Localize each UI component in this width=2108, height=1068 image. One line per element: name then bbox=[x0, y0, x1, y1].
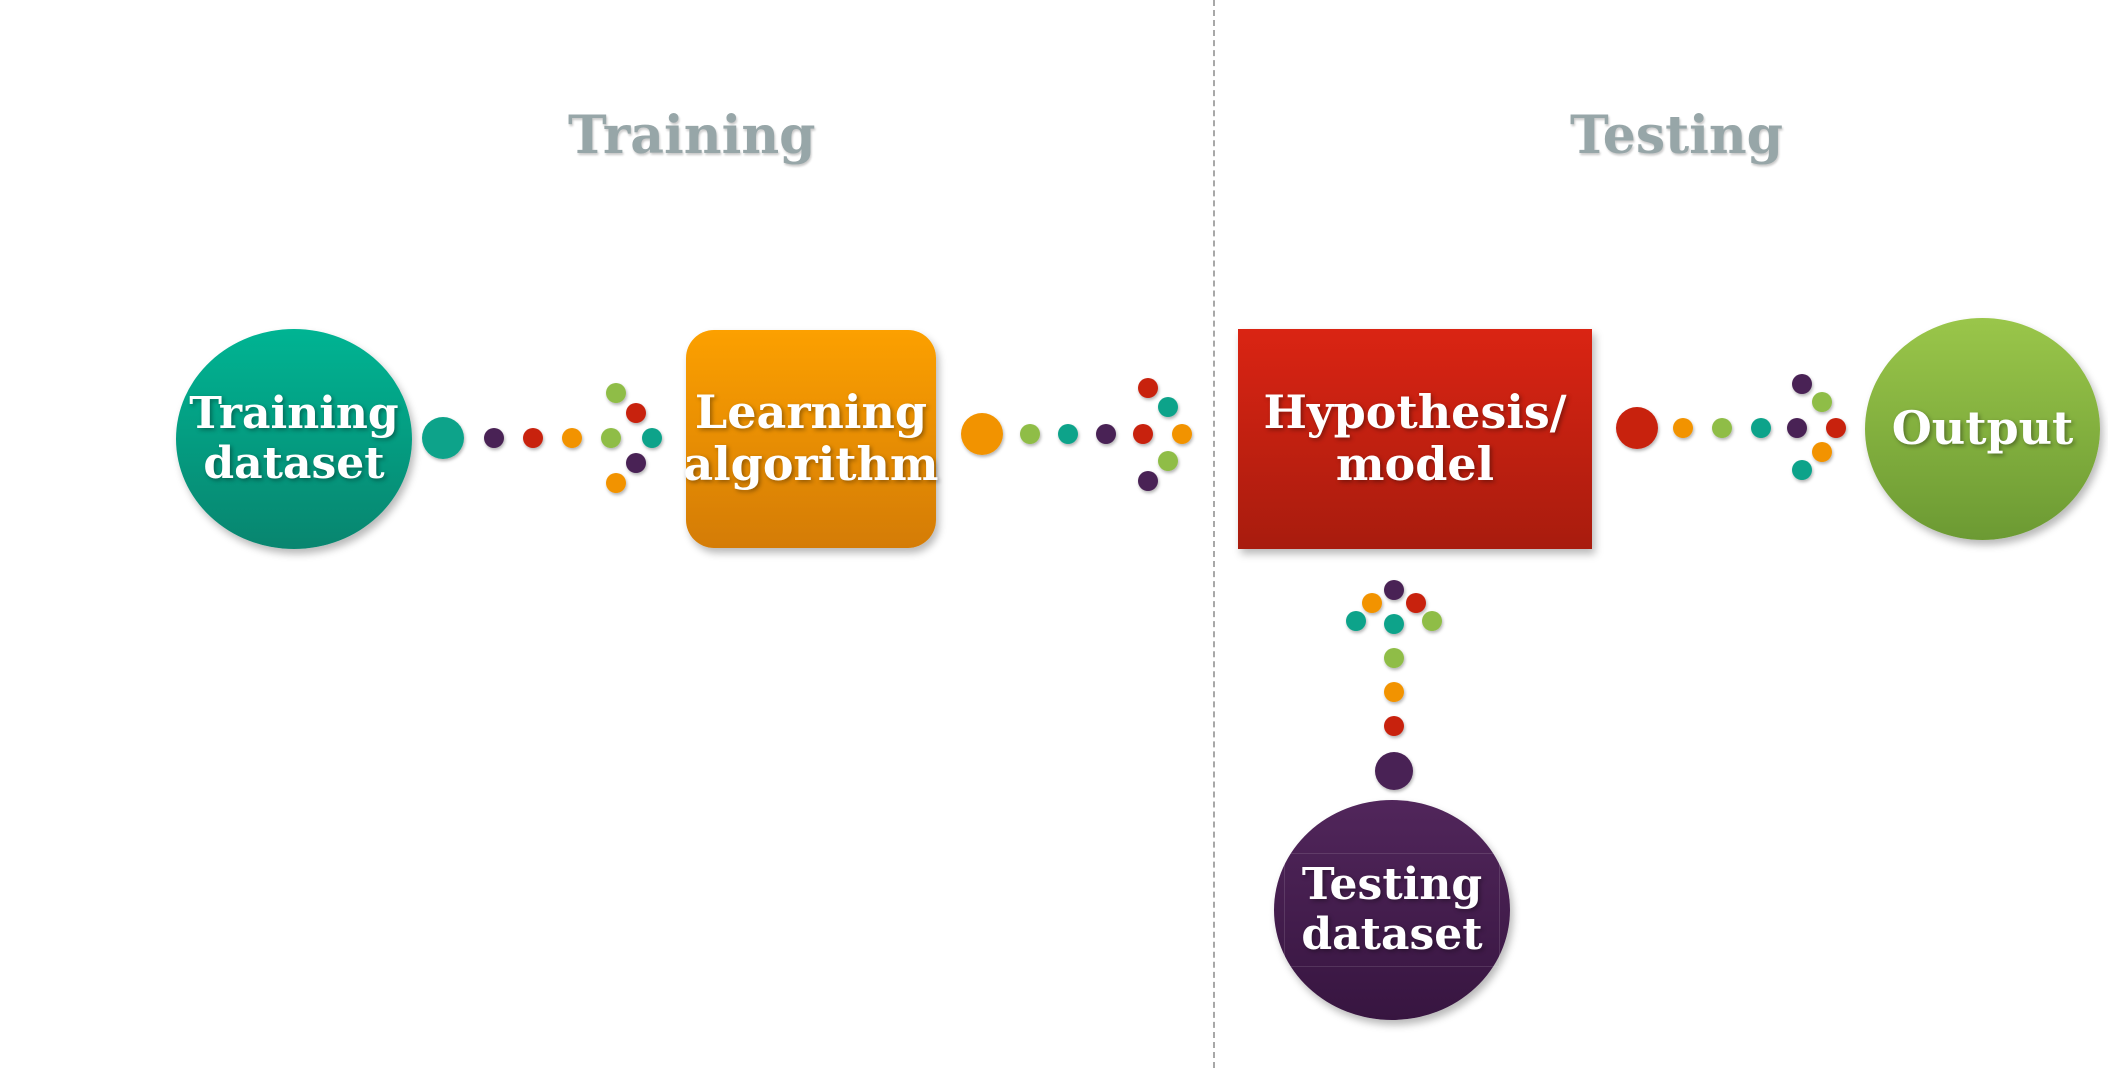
connector-training-dataset-to-learning-algorithm-arrowhead-dot bbox=[601, 428, 621, 448]
connector-learning-algorithm-to-hypothesis-model-trail-dot bbox=[1096, 424, 1116, 444]
connector-testing-dataset-to-hypothesis-model-trail-dot bbox=[1384, 682, 1404, 702]
connector-hypothesis-model-to-output-arrowhead-dot bbox=[1787, 418, 1807, 438]
connector-learning-algorithm-to-hypothesis-model-arrowhead-dot bbox=[1133, 424, 1153, 444]
connector-testing-dataset-to-hypothesis-model-arrowhead-dot bbox=[1346, 611, 1366, 631]
testing-dataset-label-box: Testing dataset bbox=[1284, 853, 1500, 967]
connector-hypothesis-model-to-output-lead-dot bbox=[1616, 407, 1658, 449]
testing-dataset-label-line2: dataset bbox=[1301, 909, 1483, 960]
connector-training-dataset-to-learning-algorithm-arrowhead-dot bbox=[626, 453, 646, 473]
output-node: Output bbox=[1865, 318, 2100, 540]
connector-training-dataset-to-learning-algorithm-arrowhead-dot bbox=[642, 428, 662, 448]
section-divider bbox=[1213, 0, 1215, 1068]
learning-algorithm-label-line2: algorithm bbox=[683, 437, 939, 491]
connector-learning-algorithm-to-hypothesis-model-trail-dot bbox=[1020, 424, 1040, 444]
testing-dataset-node: Testing dataset bbox=[1274, 800, 1510, 1020]
connector-training-dataset-to-learning-algorithm-trail-dot bbox=[523, 428, 543, 448]
learning-algorithm-label-line1: Learning bbox=[694, 385, 928, 440]
output-label: Output bbox=[1891, 401, 2074, 456]
connector-hypothesis-model-to-output-trail-dot bbox=[1751, 418, 1771, 438]
connector-testing-dataset-to-hypothesis-model-trail-dot bbox=[1384, 716, 1404, 736]
connector-hypothesis-model-to-output-arrowhead-dot bbox=[1812, 442, 1832, 462]
testing-dataset-label-line1: Testing bbox=[1301, 859, 1483, 911]
connector-training-dataset-to-learning-algorithm-lead-dot bbox=[422, 417, 464, 459]
connector-learning-algorithm-to-hypothesis-model-arrowhead-dot bbox=[1138, 471, 1158, 491]
learning-algorithm-node: Learning algorithm bbox=[683, 330, 939, 548]
connector-testing-dataset-to-hypothesis-model-arrowhead-dot bbox=[1384, 614, 1404, 634]
training-section-title: Training bbox=[568, 105, 816, 166]
connector-hypothesis-model-to-output-arrowhead-dot bbox=[1812, 392, 1832, 412]
connector-hypothesis-model-to-output-arrowhead-dot bbox=[1792, 374, 1812, 394]
connector-hypothesis-model-to-output-trail-dot bbox=[1712, 418, 1732, 438]
connector-testing-dataset-to-hypothesis-model-arrowhead-dot bbox=[1384, 580, 1404, 600]
connector-testing-dataset-to-hypothesis-model-arrowhead-dot bbox=[1406, 593, 1426, 613]
connector-testing-dataset-to-hypothesis-model-arrowhead-dot bbox=[1422, 611, 1442, 631]
connector-learning-algorithm-to-hypothesis-model-arrowhead-dot bbox=[1158, 451, 1178, 471]
connector-training-dataset-to-learning-algorithm-trail-dot bbox=[562, 428, 582, 448]
training-dataset-node: Training dataset bbox=[176, 329, 412, 549]
connector-hypothesis-model-to-output-arrowhead-dot bbox=[1792, 460, 1812, 480]
training-dataset-label-line2: dataset bbox=[203, 438, 385, 489]
connector-training-dataset-to-learning-algorithm-arrowhead-dot bbox=[606, 473, 626, 493]
testing-section-title: Testing bbox=[1570, 105, 1784, 166]
connector-training-dataset-to-learning-algorithm-trail-dot bbox=[484, 428, 504, 448]
connector-testing-dataset-to-hypothesis-model-lead-dot bbox=[1375, 752, 1413, 790]
connector-testing-dataset-to-hypothesis-model-arrowhead-dot bbox=[1362, 593, 1382, 613]
connector-testing-dataset-to-hypothesis-model-trail-dot bbox=[1384, 648, 1404, 668]
connector-learning-algorithm-to-hypothesis-model-arrowhead-dot bbox=[1138, 378, 1158, 398]
connector-hypothesis-model-to-output-trail-dot bbox=[1673, 418, 1693, 438]
training-dataset-label-line1: Training bbox=[189, 388, 399, 440]
connector-learning-algorithm-to-hypothesis-model-arrowhead-dot bbox=[1158, 397, 1178, 417]
hypothesis-model-node: Hypothesis/ model bbox=[1238, 329, 1592, 549]
hypothesis-model-label-line1: Hypothesis/ bbox=[1263, 385, 1567, 440]
connector-training-dataset-to-learning-algorithm-arrowhead-dot bbox=[606, 383, 626, 403]
connector-learning-algorithm-to-hypothesis-model-lead-dot bbox=[961, 413, 1003, 455]
connector-learning-algorithm-to-hypothesis-model-trail-dot bbox=[1058, 424, 1078, 444]
connector-training-dataset-to-learning-algorithm-arrowhead-dot bbox=[626, 403, 646, 423]
hypothesis-model-label-line2: model bbox=[1335, 437, 1495, 491]
connector-learning-algorithm-to-hypothesis-model-arrowhead-dot bbox=[1172, 424, 1192, 444]
connector-hypothesis-model-to-output-arrowhead-dot bbox=[1826, 418, 1846, 438]
